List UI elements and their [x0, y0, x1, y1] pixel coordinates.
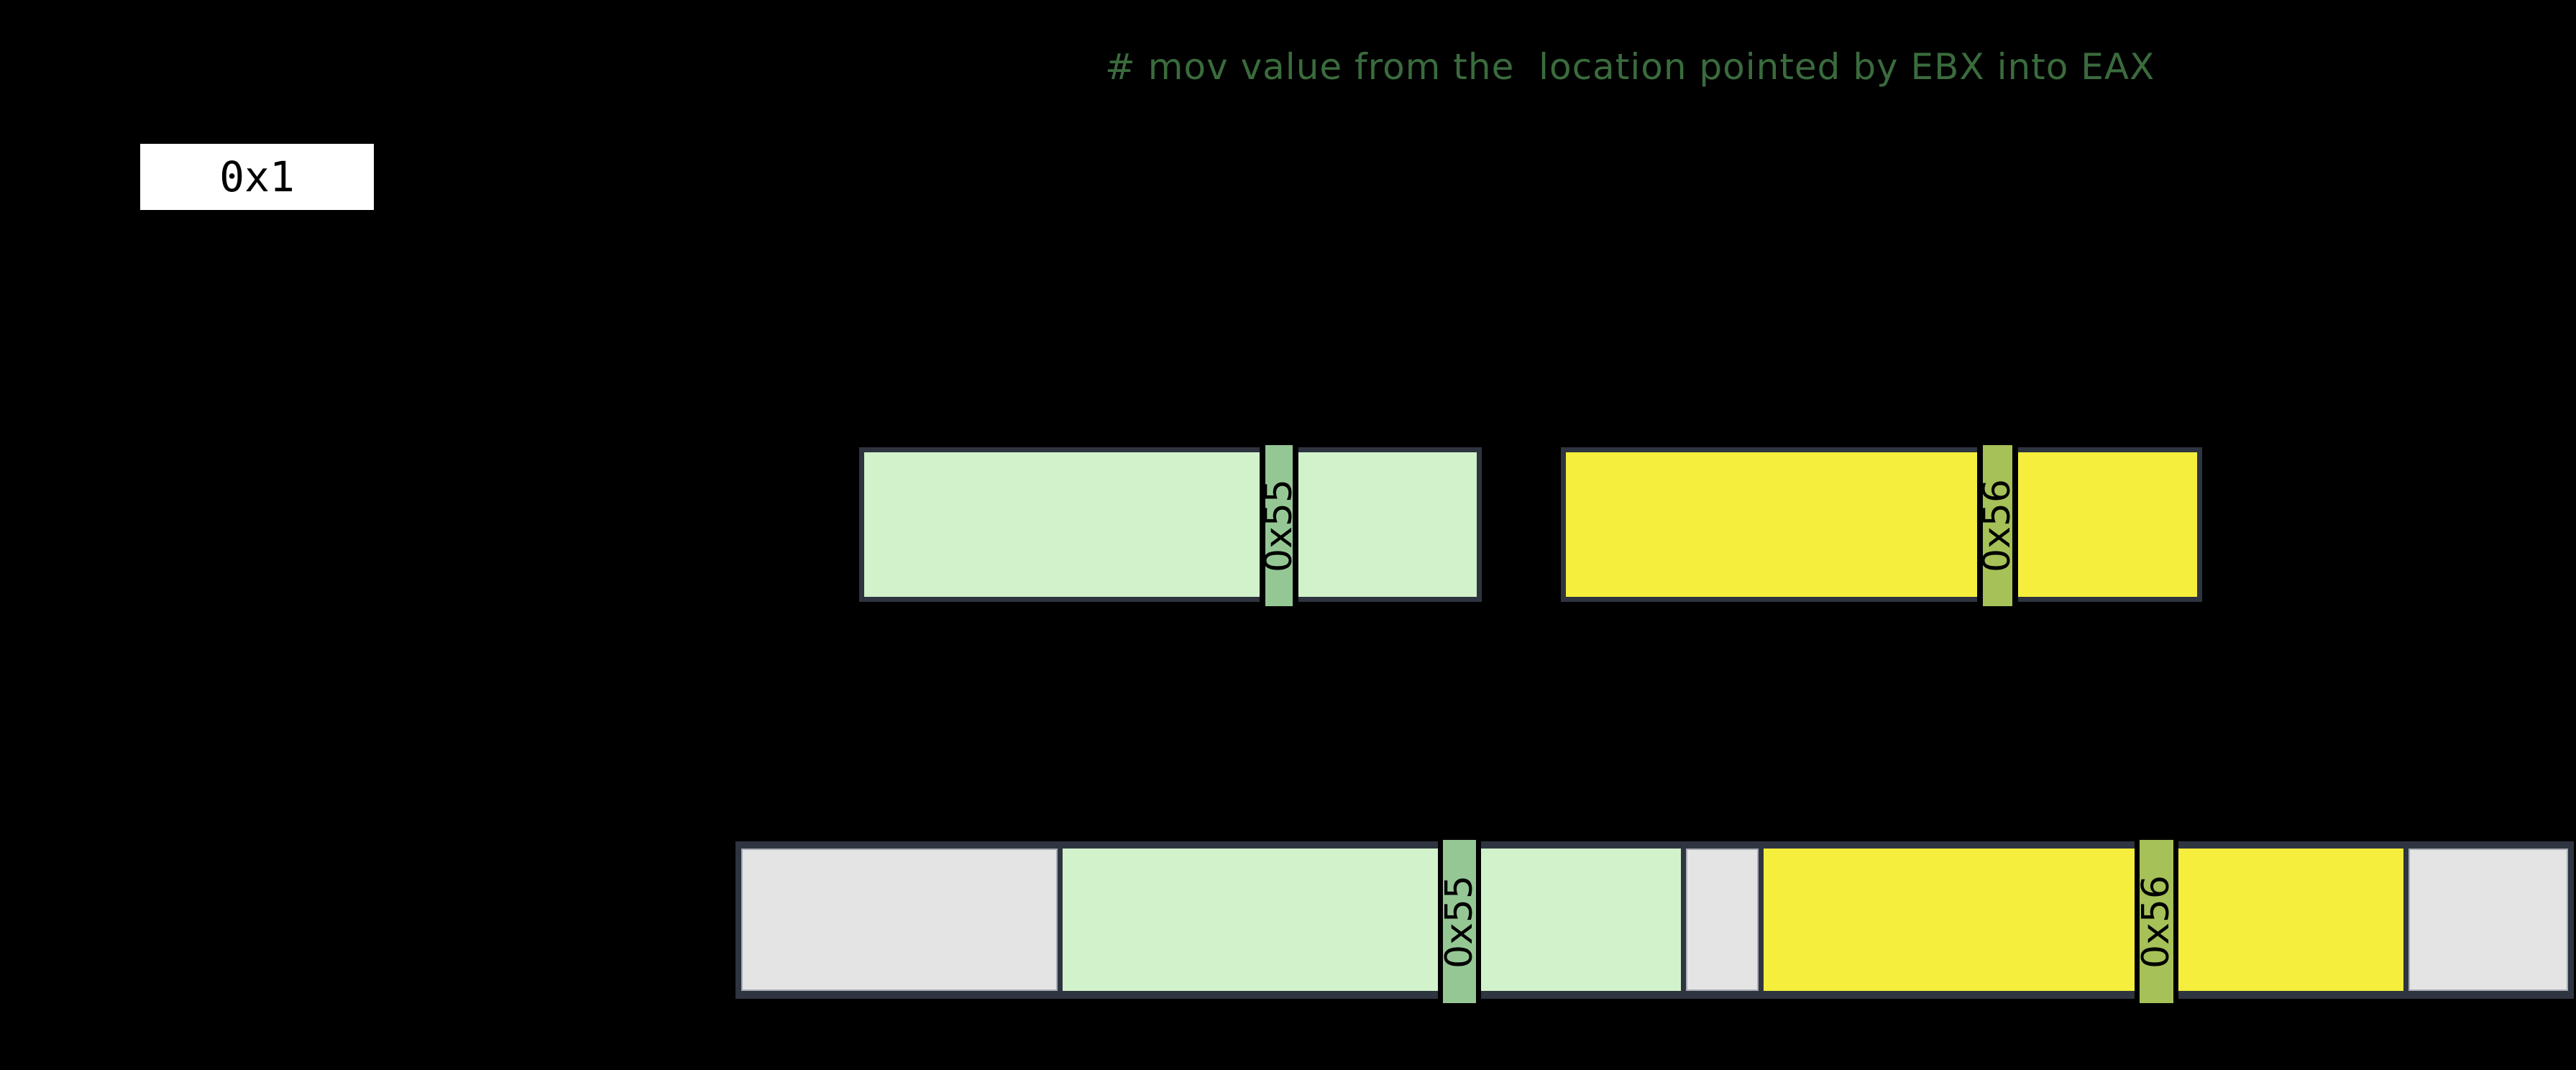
address-strip-label: 0x56 [2135, 874, 2178, 969]
address-strip-label: 0x55 [1438, 874, 1481, 969]
immediate-value-box: 0x1 [140, 144, 374, 210]
address-strip-label: 0x56 [1976, 478, 2020, 573]
memory-segment-gray-left [741, 849, 1058, 991]
memory-segment-gray-middle [1686, 849, 1759, 991]
memory-segment-yellow [1764, 849, 2403, 991]
address-strip-0x55-register: 0x55 [1257, 445, 1301, 606]
address-strip-0x56-register: 0x56 [1976, 445, 2020, 606]
address-strip-0x55-memory: 0x55 [1438, 840, 1481, 1003]
yellow-register-bar [1561, 447, 2202, 602]
address-strip-label: 0x55 [1257, 478, 1301, 573]
code-comment: # mov value from the location pointed by… [1105, 46, 2155, 88]
green-register-bar [859, 447, 1482, 602]
memory-bar [735, 841, 2574, 999]
memory-segment-green [1063, 849, 1681, 991]
immediate-value-label: 0x1 [219, 152, 295, 201]
address-strip-0x56-memory: 0x56 [2135, 840, 2178, 1003]
memory-segment-gray-right [2408, 849, 2568, 991]
